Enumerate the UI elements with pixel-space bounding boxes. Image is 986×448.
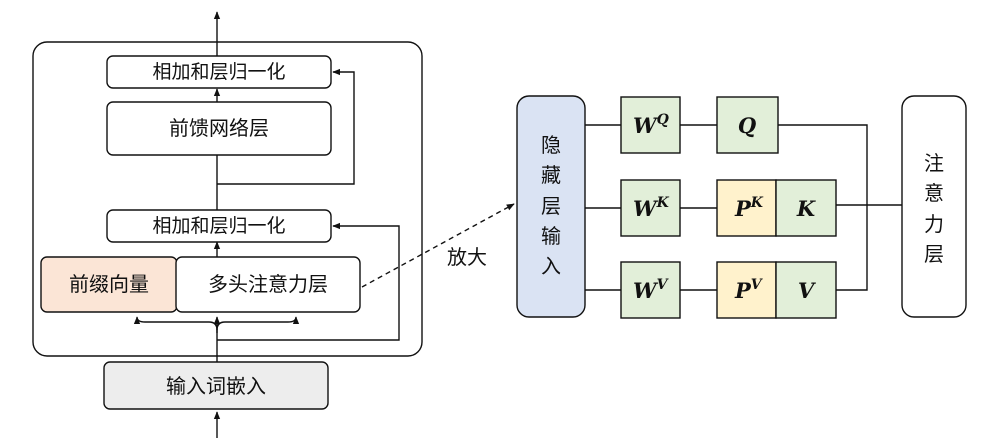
prefix-vector-label: 前缀向量: [69, 272, 149, 296]
pv-base: P: [734, 278, 752, 303]
ffn-box: [106, 101, 332, 156]
q-box: [716, 96, 779, 154]
v-box: [775, 261, 837, 319]
k-box: [775, 179, 837, 237]
hidden-input-char-2: 层: [541, 194, 561, 218]
wq-label: WQ: [633, 112, 669, 138]
wq-sup: Q: [657, 112, 669, 128]
hidden-input-char-0: 隐: [541, 133, 561, 157]
add-norm-top-label: 相加和层归一化: [152, 61, 285, 83]
wv-label: WV: [633, 277, 670, 303]
pk-base: P: [734, 196, 752, 221]
transformer-layer-container: [32, 41, 423, 357]
wk-base: W: [633, 196, 659, 221]
hidden-input-char-3: 输: [541, 224, 561, 248]
add-norm-top-box: [106, 55, 332, 89]
mha-label: 多头注意力层: [208, 272, 328, 296]
mha-box: [175, 256, 361, 313]
wv-base: W: [633, 278, 659, 303]
add-norm-mid-box: [106, 209, 332, 243]
pk-label: PK: [734, 195, 764, 221]
wv-sup: V: [657, 277, 670, 293]
zoom-dashed-arrow: [361, 203, 515, 288]
input-embed-box: [103, 361, 329, 410]
pv-box: [716, 261, 777, 319]
residual-arrow-upper: [217, 68, 355, 185]
attention-layer-char-3: 层: [924, 242, 944, 266]
q-label: Q: [738, 113, 756, 138]
wk-box: [620, 179, 681, 237]
ffn-label: 前馈网络层: [169, 116, 269, 140]
wk-label: WK: [633, 195, 670, 221]
q-to-attention-line: [778, 124, 868, 205]
wq-box: [620, 96, 681, 154]
v-label: V: [798, 278, 817, 303]
prefix-branch-arrows: [133, 316, 218, 333]
pk-box: [716, 179, 777, 237]
attention-layer-char-2: 力: [924, 212, 944, 236]
hidden-input-char-1: 藏: [541, 163, 561, 187]
v-to-attention-line: [836, 205, 868, 291]
residual-arrow-lower: [217, 222, 400, 341]
input-embed-label: 输入词嵌入: [166, 374, 266, 398]
attention-layer-char-1: 意: [924, 181, 944, 205]
wq-base: W: [633, 113, 659, 138]
mha-branch-arrow: [216, 316, 300, 331]
wk-sup: K: [656, 195, 670, 211]
attention-layer-box: [901, 95, 967, 318]
hidden-input-box: [516, 95, 586, 318]
pv-sup: V: [751, 277, 764, 293]
zoom-label: 放大: [447, 245, 487, 269]
hidden-input-char-4: 入: [541, 254, 561, 278]
pk-sup: K: [750, 195, 764, 211]
pv-label: PV: [734, 277, 764, 303]
k-label: K: [796, 196, 816, 221]
wv-box: [620, 261, 681, 319]
add-norm-mid-label: 相加和层归一化: [152, 215, 285, 237]
attention-layer-char-0: 注: [924, 151, 944, 175]
